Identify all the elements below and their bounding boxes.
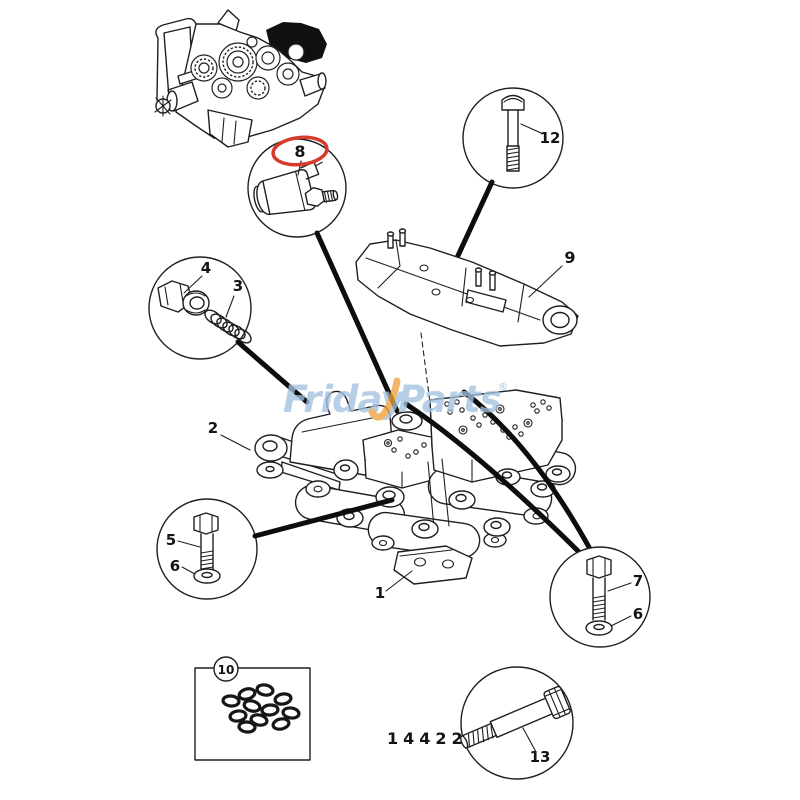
hex-plug-part-4 <box>157 280 210 316</box>
pointer-line-12 <box>453 179 495 263</box>
leader-line-12 <box>520 123 542 134</box>
valve-block-part-9: 9 <box>355 228 579 450</box>
washer-part-6-left <box>193 568 221 584</box>
watermark-word-friday: Friday <box>283 378 406 421</box>
pointer-line-5-6 <box>252 497 395 539</box>
callout-label-7: 7 <box>633 572 643 590</box>
callout-label-5: 5 <box>166 531 176 549</box>
alignment-dashed-line <box>420 332 437 450</box>
bolt-part-5 <box>193 512 219 571</box>
callout-circle-13: 13 <box>460 666 574 780</box>
bolt-part-13 <box>460 685 571 749</box>
pointer-curve-7a <box>403 401 582 555</box>
solenoid-part-8 <box>253 161 339 216</box>
callout-circle-12: 12 <box>453 87 564 263</box>
callout-label-10: 10 <box>218 663 235 677</box>
plate-bosses <box>333 411 571 539</box>
kit-box <box>194 667 311 761</box>
callout-balloon-12 <box>462 87 564 189</box>
pointer-line-4-3 <box>235 339 310 405</box>
callout-label-8: 8 <box>294 142 305 161</box>
leader-line-1 <box>385 570 413 592</box>
callout-balloon-13 <box>460 666 574 780</box>
callout-label-2: 2 <box>208 419 218 437</box>
callout-circle-7-6: 7 6 <box>403 389 651 648</box>
callout-label-6-left: 6 <box>170 557 180 575</box>
screw-part-12 <box>501 94 525 172</box>
callout-label-3: 3 <box>233 277 243 295</box>
watermark-word-parts: Parts <box>398 378 501 421</box>
oring-cluster <box>221 683 301 734</box>
washer-part-6-right <box>585 620 613 636</box>
leader-line-4 <box>183 275 203 294</box>
callout-label-12: 12 <box>540 129 561 147</box>
leader-line-9 <box>528 265 563 298</box>
callout-circle-5-6: 5 6 <box>156 497 395 600</box>
transmission-assembly-thumbnail <box>154 9 327 148</box>
pedestal-drill-holes <box>383 436 427 459</box>
leader-line-2 <box>220 434 251 451</box>
bolt-part-7 <box>586 555 612 621</box>
watermark-check-icon <box>368 377 401 421</box>
callout-balloon-10 <box>213 656 239 682</box>
leader-line-3 <box>225 295 235 318</box>
callout-label-1: 1 <box>375 584 385 602</box>
leader-line-6-right <box>610 615 632 627</box>
valve-block-studs <box>386 228 507 313</box>
callout-balloon-5-6 <box>156 498 258 600</box>
pointer-curve-7b <box>461 389 593 552</box>
leader-line-5 <box>177 540 201 548</box>
registered-trademark-symbol: ® <box>498 382 508 393</box>
oring-kit-box-10: 10 <box>194 656 311 761</box>
callout-label-9: 9 <box>564 248 575 267</box>
leader-line-6-left <box>181 566 196 575</box>
callout-label-13: 13 <box>530 748 551 766</box>
drawing-number: 144221 <box>387 729 484 748</box>
valve-plate-assembly: 2 1 <box>208 389 577 602</box>
leader-line-13 <box>522 727 537 753</box>
bottom-mount-tab <box>393 545 473 585</box>
callout-circle-4-3: 4 3 <box>148 256 310 405</box>
red-highlight-ellipse <box>271 135 329 167</box>
callout-circle-8: 8 <box>247 135 400 414</box>
callout-label-6-right: 6 <box>633 605 643 623</box>
pointer-line-8 <box>314 230 400 414</box>
watermark: Friday Parts ® <box>283 377 508 421</box>
leader-line-7 <box>607 582 632 592</box>
callout-label-4: 4 <box>201 259 211 277</box>
